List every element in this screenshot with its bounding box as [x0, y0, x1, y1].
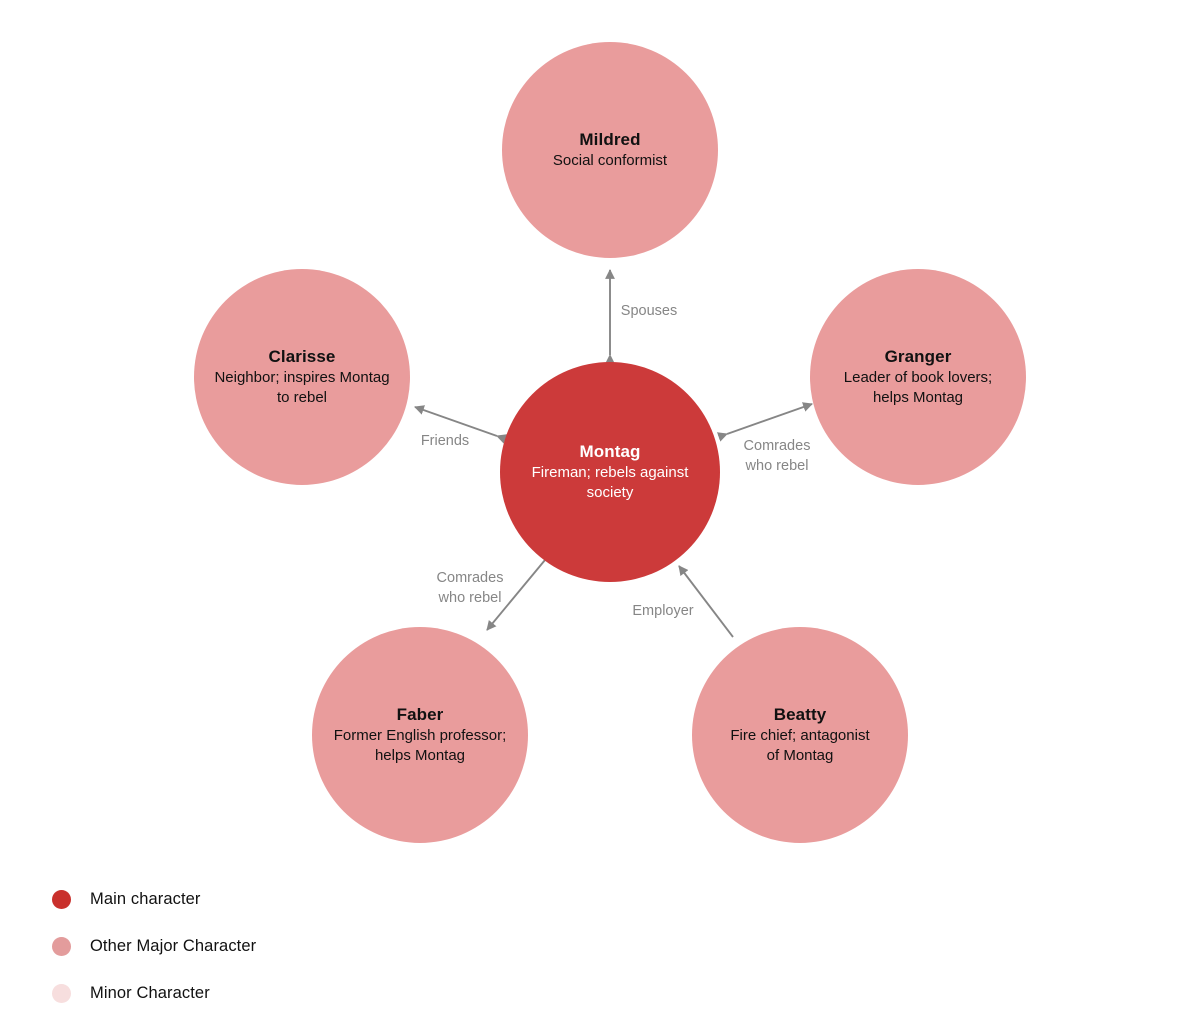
- node-name: Granger: [884, 346, 952, 366]
- edge-label-montag-mildred: Spouses: [620, 303, 678, 319]
- node-description: Leader of book lovers; helps Montag: [843, 369, 993, 407]
- node-description: Neighbor; inspires Montag to rebel: [214, 369, 390, 407]
- legend-label: Minor Character: [90, 984, 210, 1002]
- edge-label-montag-granger: Comrades who rebel: [743, 438, 811, 474]
- legend-item[interactable]: Main character: [52, 876, 256, 923]
- edge-montag-granger: [716, 402, 813, 442]
- edge-label-beatty-montag: Employer: [632, 603, 694, 619]
- legend-label: Main character: [90, 890, 201, 908]
- node-name: Beatty: [773, 704, 827, 724]
- node-description: Fireman; rebels against society: [531, 464, 689, 502]
- legend-item[interactable]: Minor Character: [52, 970, 256, 1017]
- node-name: Faber: [396, 704, 444, 724]
- edge-montag-faber: [486, 550, 555, 631]
- node-name: Montag: [579, 441, 641, 461]
- edge-montag-clarisse: [414, 405, 508, 444]
- node-name: Mildred: [579, 129, 641, 149]
- edge-label-montag-clarisse: Friends: [420, 433, 470, 449]
- node-description: Former English professor; helps Montag: [333, 727, 507, 765]
- legend-swatch-circle-icon: [52, 937, 71, 956]
- legend-item[interactable]: Other Major Character: [52, 923, 256, 970]
- edge-label-montag-faber: Comrades who rebel: [436, 570, 504, 606]
- legend-swatch-circle-icon: [52, 890, 71, 909]
- legend-swatch-circle-icon: [52, 984, 71, 1003]
- legend-label: Other Major Character: [90, 937, 257, 955]
- edge-beatty-montag: [678, 565, 734, 638]
- node-description: Fire chief; antagonist of Montag: [730, 727, 870, 765]
- node-name: Clarisse: [268, 346, 336, 366]
- node-description: Social conformist: [552, 152, 668, 170]
